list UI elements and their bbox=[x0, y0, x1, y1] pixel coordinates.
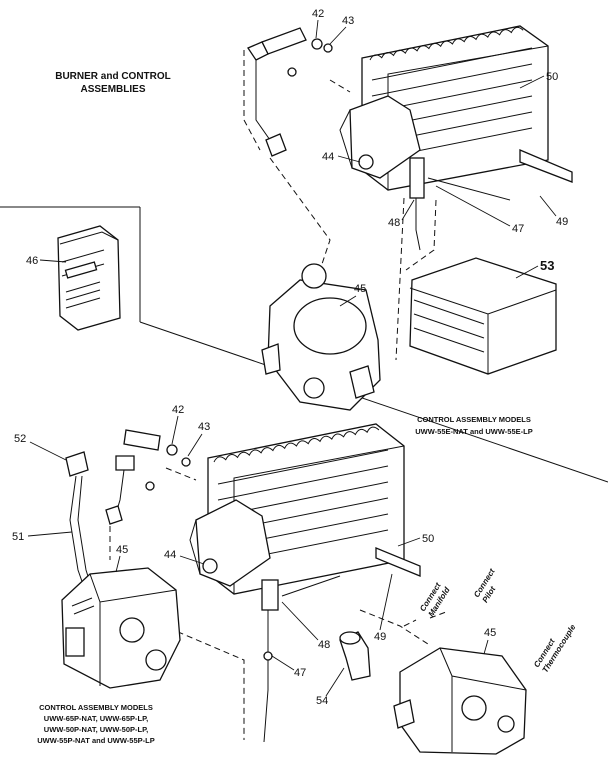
label-top-42: 42 bbox=[312, 8, 324, 20]
label-bot-54: 54 bbox=[316, 695, 328, 707]
manifold-pipe-bottom bbox=[105, 429, 191, 525]
pilot-assembly-top bbox=[409, 157, 511, 251]
dashed-connector-1 bbox=[269, 157, 331, 271]
label-bot-51: 51 bbox=[12, 531, 24, 543]
dashed-connector-8 bbox=[359, 609, 429, 645]
leader-bot-42 bbox=[171, 415, 179, 445]
elbow-fitting-part-54 bbox=[339, 631, 371, 681]
dashed-connector-9 bbox=[403, 611, 447, 627]
leader-top-49 bbox=[539, 195, 557, 217]
connect-pilot-label: Connect Pilot bbox=[472, 567, 497, 604]
dashed-connector-10 bbox=[165, 467, 197, 481]
gas-control-valve-bottom-right-part-45 bbox=[393, 647, 527, 755]
label-bot-52: 52 bbox=[14, 433, 26, 445]
title-line-1: BURNER and CONTROL bbox=[55, 71, 171, 82]
leader-bot-43 bbox=[187, 433, 203, 457]
label-top-44: 44 bbox=[322, 151, 334, 163]
connect-thermocouple-label: Connect Thermocouple bbox=[532, 622, 578, 674]
burner-housing-bottom bbox=[189, 499, 271, 587]
rating-plate-part-46 bbox=[57, 225, 121, 331]
dashed-connector-3 bbox=[405, 199, 437, 271]
leader-right-45 bbox=[483, 639, 489, 655]
dashed-connector-7 bbox=[149, 619, 245, 740]
thermocouple-lead-part-51 bbox=[65, 451, 99, 611]
caption-top-line-1: CONTROL ASSEMBLY MODELS bbox=[417, 415, 531, 424]
label-top-43: 43 bbox=[342, 15, 354, 27]
caption-bottom-line-3: UWW-50P-NAT, UWW-50P-LP, bbox=[44, 725, 148, 734]
leader-top-48 bbox=[401, 199, 415, 221]
caption-bottom-line-2: UWW-65P-NAT, UWW-65P-LP, bbox=[44, 714, 148, 723]
label-top-45: 45 bbox=[354, 283, 366, 295]
leader-bot-54 bbox=[325, 667, 345, 697]
label-bot-42: 42 bbox=[172, 404, 184, 416]
leader-top-45 bbox=[339, 295, 357, 307]
caption-top-line-2: UWW-55E-NAT and UWW-55E-LP bbox=[415, 427, 532, 436]
leader-bot-48 bbox=[281, 601, 319, 641]
leader-bot-52 bbox=[29, 441, 67, 461]
label-bot-45: 45 bbox=[116, 544, 128, 556]
leader-top-47 bbox=[435, 185, 511, 227]
divider-line-diagonal bbox=[139, 321, 608, 483]
leader-bot-44 bbox=[179, 555, 205, 565]
label-top-47: 47 bbox=[512, 223, 524, 235]
label-46: 46 bbox=[26, 255, 38, 267]
dashed-connector-4 bbox=[243, 50, 261, 151]
leader-bot-49 bbox=[379, 573, 393, 631]
leader-top-44 bbox=[337, 155, 361, 163]
label-bot-49: 49 bbox=[374, 631, 386, 643]
manifold-pipe-top bbox=[247, 27, 333, 157]
dashed-connector-2 bbox=[395, 197, 405, 361]
caption-bottom-line-4: UWW-55P-NAT and UWW-55P-LP bbox=[37, 736, 154, 745]
label-top-49: 49 bbox=[556, 216, 568, 228]
title-line-2: ASSEMBLIES bbox=[80, 84, 145, 95]
leader-top-50 bbox=[519, 75, 545, 89]
caption-bottom-line-1: CONTROL ASSEMBLY MODELS bbox=[39, 703, 153, 712]
label-top-48: 48 bbox=[388, 217, 400, 229]
leader-top-43 bbox=[329, 26, 347, 45]
dashed-connector-5 bbox=[329, 79, 351, 93]
label-bot-44: 44 bbox=[164, 549, 176, 561]
leader-top-53 bbox=[515, 265, 539, 279]
leader-46 bbox=[39, 259, 67, 263]
leader-top-42 bbox=[315, 19, 319, 39]
label-bot-48: 48 bbox=[318, 639, 330, 651]
label-right-45: 45 bbox=[484, 627, 496, 639]
leader-bot-50 bbox=[397, 537, 421, 547]
ignition-module-top-part-53 bbox=[409, 257, 557, 375]
gas-control-valve-top-part-45 bbox=[261, 263, 381, 411]
gas-control-valve-bottom-left-part-45 bbox=[61, 567, 181, 689]
leader-bot-47 bbox=[271, 655, 295, 671]
pilot-assembly-bottom bbox=[261, 575, 341, 743]
connect-manifold-label: Connect Manifold bbox=[418, 581, 452, 618]
leader-bot-45 bbox=[115, 555, 121, 573]
label-top-53: 53 bbox=[540, 258, 554, 273]
burner-housing-top bbox=[339, 95, 421, 179]
label-top-50: 50 bbox=[546, 71, 558, 83]
label-bot-43: 43 bbox=[198, 421, 210, 433]
leader-bot-51 bbox=[27, 531, 73, 537]
label-bot-50: 50 bbox=[422, 533, 434, 545]
label-bot-47: 47 bbox=[294, 667, 306, 679]
